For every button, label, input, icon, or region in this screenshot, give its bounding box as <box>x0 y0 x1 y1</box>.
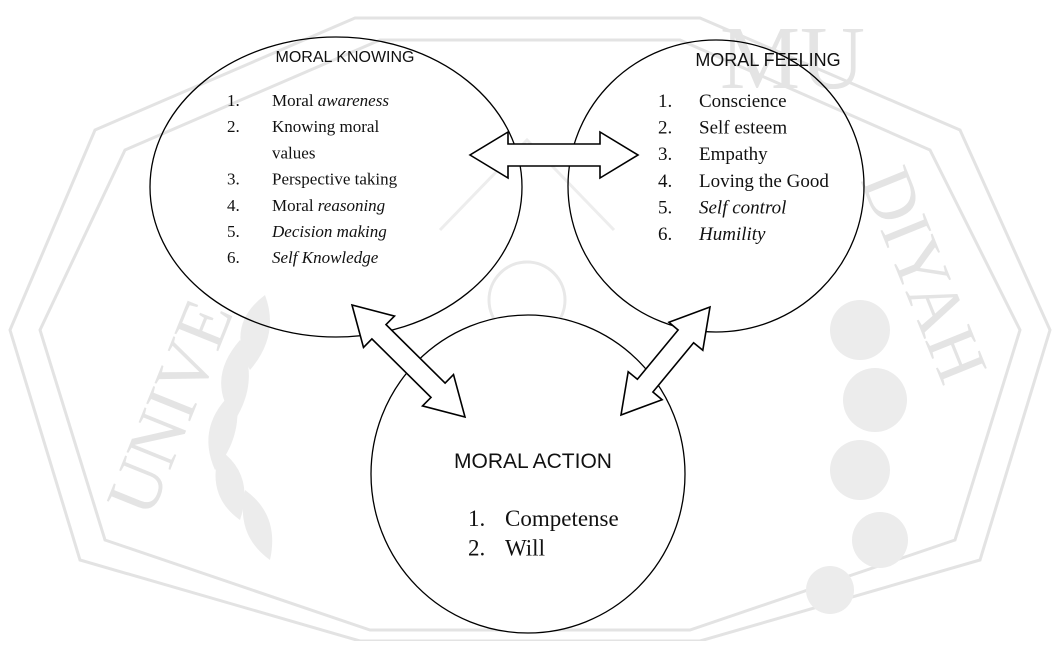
item-text-segment: Knowing moral <box>272 117 379 136</box>
moral-feeling-item-text: Humility <box>698 224 766 245</box>
watermark-cotton-right <box>806 300 908 614</box>
moral-feeling-item-text: Empathy <box>699 144 768 165</box>
item-text-segment: values <box>272 143 315 162</box>
item-text-segment: Humility <box>698 224 766 245</box>
arrows-group <box>350 130 712 419</box>
moral-knowing-item-text: Decision making <box>271 222 387 241</box>
moral-feeling-title: MORAL FEELING <box>695 50 840 70</box>
moral-feeling-item-text: Conscience <box>699 91 787 112</box>
moral-feeling-list: 1. Conscience 2. Self esteem 3. Empathy 4. Lovi… <box>658 91 829 245</box>
watermark-inner-frame <box>38 38 1022 632</box>
moral-feeling-item-text: Self control <box>699 197 786 218</box>
moral-knowing-item-number: 6. <box>227 248 240 267</box>
moral-knowing-item-text: Knowing moral <box>272 117 379 136</box>
moral-feeling-item-number: 6. <box>658 224 672 245</box>
watermark-leaf-left <box>208 295 273 560</box>
moral-action-list: 1. Competense 2. Will <box>468 506 619 561</box>
moral-knowing-list: 1. Moral awareness 2. Knowing moral values 3.… <box>227 91 398 267</box>
item-text-segment: Moral <box>272 196 318 215</box>
watermark-emblem-center <box>438 137 616 340</box>
item-text-segment: Self control <box>699 197 786 218</box>
moral-knowing-item-text: Moral reasoning <box>272 196 385 215</box>
moral-action-item-number: 1. <box>468 506 485 531</box>
item-text-segment: Will <box>505 536 545 561</box>
knowing-feeling-double-arrow <box>468 130 640 180</box>
moral-knowing-title: MORAL KNOWING <box>276 49 415 66</box>
moral-knowing-item-number: 4. <box>227 196 240 215</box>
item-text-segment: Perspective taking <box>272 170 398 189</box>
moral-action-item-number: 2. <box>468 536 485 561</box>
moral-knowing-item-text: values <box>272 143 315 162</box>
moral-feeling-item-text: Loving the Good <box>699 171 829 192</box>
moral-action-title: MORAL ACTION <box>454 450 612 473</box>
item-text-segment: Decision making <box>271 222 387 241</box>
item-text-segment: Self Knowledge <box>272 248 379 267</box>
item-text-segment: Loving the Good <box>699 171 829 192</box>
moral-action-item-text: Will <box>505 536 545 561</box>
moral-feeling-item-number: 1. <box>658 91 672 112</box>
moral-knowing-item-text: Perspective taking <box>272 170 398 189</box>
moral-feeling-item-number: 4. <box>658 171 672 192</box>
moral-feeling-item-number: 2. <box>658 118 672 139</box>
item-text-segment: Empathy <box>699 144 768 165</box>
item-text-segment: Self esteem <box>699 118 787 139</box>
moral-knowing-circle <box>149 36 523 338</box>
item-text-segment: Competense <box>505 506 619 531</box>
feeling-action-double-arrow <box>619 305 712 417</box>
moral-knowing-item-number: 1. <box>227 91 240 110</box>
moral-knowing-item-text: Moral awareness <box>272 91 389 110</box>
watermark-text-top: MU <box>720 9 865 108</box>
moral-knowing-item-text: Self Knowledge <box>272 248 379 267</box>
item-text-segment: Conscience <box>699 91 787 112</box>
item-text-segment: reasoning <box>318 196 385 215</box>
moral-knowing-item-number: 5. <box>227 222 240 241</box>
item-text-segment: Moral <box>272 91 318 110</box>
moral-feeling-item-text: Self esteem <box>699 118 787 139</box>
moral-feeling-item-number: 5. <box>658 197 672 218</box>
moral-feeling-item-number: 3. <box>658 144 672 165</box>
moral-action-item-text: Competense <box>505 506 619 531</box>
moral-knowing-item-number: 2. <box>227 117 240 136</box>
knowing-action-double-arrow <box>350 303 467 419</box>
moral-knowing-item-number: 3. <box>227 170 240 189</box>
item-text-segment: awareness <box>318 91 390 110</box>
moral-feeling-circle <box>567 39 865 333</box>
